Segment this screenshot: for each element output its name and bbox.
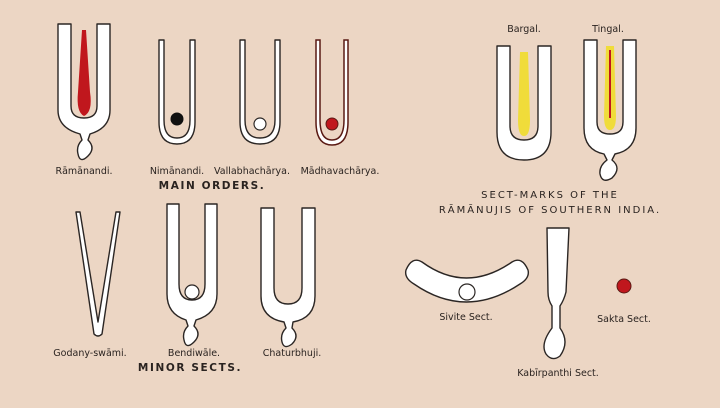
main-orders-heading: MAIN ORDERS. xyxy=(158,180,266,192)
nimanandi-mark xyxy=(158,39,196,145)
chaturbhuji-mark xyxy=(260,207,316,348)
southern-heading-line2: RĀMĀNUJIS OF SOUTHERN INDIA. xyxy=(438,205,662,216)
nimanandi-black-dot xyxy=(170,112,184,126)
madhavacharya-red-dot xyxy=(325,117,339,131)
minor-sects-heading: MINOR SECTS. xyxy=(137,362,243,374)
bargal-mark xyxy=(496,45,552,161)
sakta-red-dot xyxy=(616,278,632,294)
bargal-yellow-streak xyxy=(518,52,530,136)
tingal-label: Tingal. xyxy=(592,24,624,35)
ramanandi-label: Rāmānandi. xyxy=(55,166,113,177)
tingal-mark xyxy=(583,39,637,181)
tingal-red-line xyxy=(609,50,611,118)
bargal-label: Bargal. xyxy=(507,24,541,35)
bendiwale-mark xyxy=(166,203,218,347)
madhavacharya-mark xyxy=(315,39,349,146)
ramanandi-mark xyxy=(57,23,111,161)
ramanandi-red-streak xyxy=(77,30,91,116)
southern-heading-line1: SECT-MARKS OF THE xyxy=(481,190,619,201)
madhavacharya-label: Mādhavachārya. xyxy=(300,166,380,177)
vallabhacharya-label: Vallabhachārya. xyxy=(214,166,290,177)
kabirpanthi-label: Kabīrpanthi Sect. xyxy=(517,368,599,379)
sakta-label: Sakta Sect. xyxy=(597,314,651,325)
bendiwale-white-dot xyxy=(184,284,200,300)
kabirpanthi-mark xyxy=(543,227,570,360)
sivite-label: Sivite Sect. xyxy=(439,312,493,323)
vallabhacharya-mark xyxy=(239,39,281,145)
bendiwale-label: Bendiwāle. xyxy=(167,348,221,359)
godany-swami-mark xyxy=(75,211,121,337)
nimanandi-label: Nimānandi. xyxy=(149,166,205,177)
vallabhacharya-white-dot xyxy=(253,117,267,131)
godany-swami-label: Godany-swāmi. xyxy=(53,348,127,359)
chaturbhuji-label: Chaturbhuji. xyxy=(262,348,322,359)
sivite-mark xyxy=(404,259,530,303)
sivite-white-dot xyxy=(458,283,476,301)
